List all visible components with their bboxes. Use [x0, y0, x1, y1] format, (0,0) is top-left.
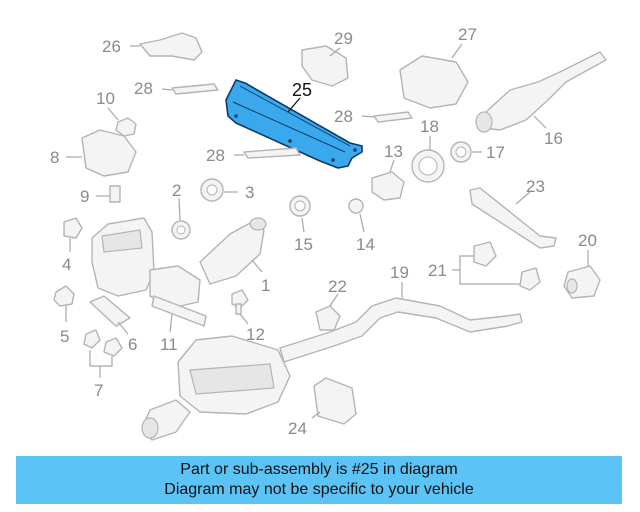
callout-28a-leader: [161, 88, 173, 91]
gasket-part-17: [450, 141, 472, 163]
muffler-assembly: [141, 335, 291, 441]
callout-24-leader: [311, 411, 321, 419]
callout-29-leader: [329, 47, 341, 57]
manifold-assembly: [91, 217, 267, 309]
callout-26: 26: [102, 37, 121, 56]
callout-6: 6: [128, 335, 137, 354]
callout-19: 19: [390, 263, 409, 282]
callout-18: 18: [420, 117, 439, 136]
callout-10-leader: [107, 107, 119, 121]
callout-23-leader: [515, 191, 531, 205]
nuts-part-7: [83, 329, 123, 357]
bracket-part-26: [139, 32, 203, 61]
callout-14: 14: [356, 235, 375, 254]
banner-line-disclaimer: Diagram may not be specific to your vehi…: [164, 481, 474, 498]
callout-9: 9: [80, 187, 89, 206]
callout-14-leader: [359, 213, 365, 233]
callout-12: 12: [246, 325, 265, 344]
callout-8: 8: [50, 148, 59, 167]
callout-11-leader: [169, 313, 173, 333]
callout-5: 5: [60, 327, 69, 346]
callout-28-left: 28: [206, 146, 225, 165]
callout-29: 29: [334, 29, 353, 48]
plate-part-6: [89, 295, 131, 327]
callout-13: 13: [384, 142, 403, 161]
gasket-part-3: [200, 178, 224, 202]
callout-21: 21: [428, 261, 447, 280]
callout-3: 3: [245, 183, 254, 202]
shield-part-27: [399, 55, 469, 109]
bolt-part-9: [109, 185, 121, 203]
callout-25-leader: [287, 97, 301, 113]
strip-part-28-mid: [373, 111, 413, 123]
heat-shield-part-25[interactable]: [225, 79, 363, 169]
callout-1: 1: [261, 276, 270, 295]
shield-part-29: [301, 45, 349, 87]
clamp-part-18: [411, 149, 445, 183]
nut-part-10: [115, 117, 137, 137]
bolt-part-12: [231, 289, 249, 315]
hanger-part-22: [315, 305, 341, 331]
pipe-part-19: [279, 297, 523, 363]
callout-2-leader: [178, 197, 181, 221]
bracket-part-23: [469, 187, 557, 249]
callout-11: 11: [160, 335, 178, 354]
strip-part-28-top: [171, 83, 219, 95]
callout-23: 23: [526, 177, 545, 196]
callout-28-top: 28: [134, 79, 153, 98]
hanger-part-13: [371, 171, 405, 201]
callout-6-leader: [117, 321, 129, 335]
callout-27-leader: [451, 43, 463, 59]
callout-17: 17: [486, 143, 505, 162]
callout-7-leader: [89, 350, 113, 378]
callout-20: 20: [578, 231, 597, 250]
callout-27: 27: [458, 25, 477, 44]
callout-15: 15: [294, 235, 313, 254]
insulators-part-21: [473, 241, 541, 291]
callout-21-leader: [452, 255, 520, 285]
info-banner: Part or sub-assembly is #25 in diagram D…: [16, 456, 622, 504]
callout-16: 16: [544, 129, 563, 148]
gasket-part-14: [348, 198, 364, 214]
isolator-part-20: [563, 265, 601, 299]
callout-22-leader: [329, 293, 339, 307]
callout-4: 4: [62, 255, 71, 274]
callout-1-leader: [251, 259, 263, 273]
callout-16-leader: [533, 115, 547, 129]
callout-10: 10: [96, 89, 115, 108]
callout-15-leader: [301, 217, 305, 233]
callout-28-mid: 28: [334, 107, 353, 126]
stud-part-4: [63, 217, 83, 239]
callout-7: 7: [94, 381, 103, 400]
converter-part-16: [475, 51, 607, 133]
gasket-part-2: [171, 220, 191, 240]
callout-28b-leader: [361, 115, 375, 118]
banner-line-part-number: Part or sub-assembly is #25 in diagram: [180, 461, 458, 478]
gasket-part-15: [289, 195, 311, 217]
nut-part-5: [53, 285, 75, 307]
strip-part-28-left: [243, 147, 301, 159]
callout-25: 25: [292, 80, 312, 100]
bracket-part-11: [151, 295, 207, 327]
bracket-part-24: [313, 377, 357, 425]
callout-13-leader: [389, 159, 395, 173]
callout-24: 24: [288, 419, 307, 438]
callout-2: 2: [172, 181, 181, 200]
callout-22: 22: [328, 277, 347, 296]
parts-diagram: 1 2 3 4 5 6 7 8 9 10 11 12 13 14 15 16 1…: [50, 25, 607, 441]
mount-part-8: [81, 129, 137, 177]
callout-12-leader: [239, 313, 249, 325]
